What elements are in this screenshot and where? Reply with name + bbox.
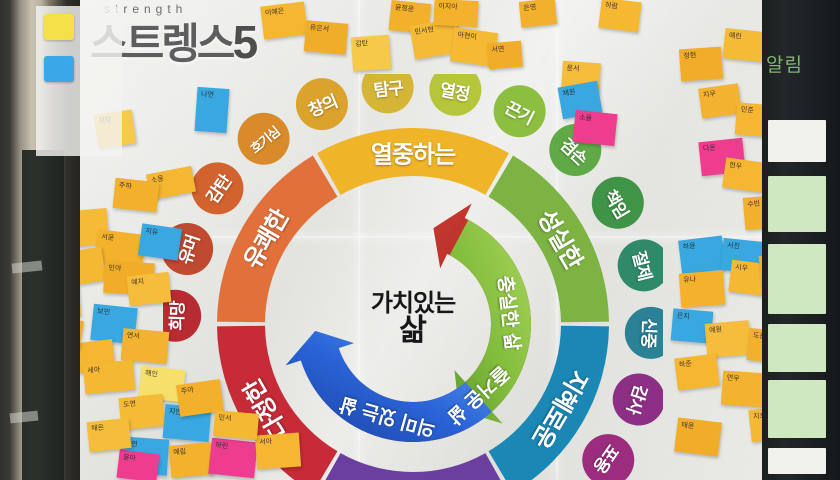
board-notice (768, 448, 826, 474)
sticky-note: 서아 (254, 432, 302, 470)
door-glass-dark (22, 150, 64, 480)
ring-segment-성실한 (488, 155, 609, 323)
sticky-note: 유나 (678, 270, 726, 308)
info-sticker-icon (44, 56, 74, 82)
sticky-note-text: 예림 (173, 448, 187, 457)
sticky-note: 연우 (720, 370, 768, 408)
sticky-note: 예림 (168, 442, 214, 478)
sticky-note: 예지 (126, 271, 172, 307)
board-notice (768, 120, 826, 162)
sticky-note: 하린 (208, 437, 258, 479)
bubble-감사 (612, 373, 665, 426)
sticky-note-text: 연서 (126, 332, 140, 341)
ring-segment-유쾌한 (217, 155, 338, 323)
sticky-note-text: 연우 (726, 374, 740, 383)
bubble-끈기 (493, 85, 546, 138)
board-notice (768, 244, 826, 314)
sticky-note: 민서 (212, 410, 260, 440)
sticky-note-text: 예원 (708, 326, 723, 335)
center-line-1: 가치있는 (370, 290, 456, 317)
sticky-note-text: 하람 (604, 2, 619, 11)
sticky-note-text: 서연 (491, 46, 505, 55)
green-arrow (449, 219, 531, 424)
wheel-svg (149, 61, 677, 480)
bubble-열정 (429, 63, 482, 116)
ring-segment-열중하는 (317, 128, 509, 195)
sticky-note: 서연 (486, 40, 524, 70)
sticky-note: 하준 (674, 353, 720, 391)
poster-subtitle: strength (104, 2, 188, 16)
board-title: 알림 (766, 55, 803, 76)
sticky-note: 윤아 (116, 449, 160, 480)
ring-segment-지혜로운 (488, 325, 609, 480)
sticky-note-text: 서아 (259, 438, 273, 447)
bubble-탐구 (361, 61, 414, 114)
sticky-note: 현우 (722, 157, 766, 193)
sticky-note-text: 정현 (683, 52, 697, 61)
sticky-note: 채은 (86, 417, 132, 453)
sticky-note-text: 은지 (676, 312, 690, 321)
bulletin-board: 알림 (762, 0, 840, 480)
bubble-절제 (617, 239, 670, 292)
ring-label-열중하는: 열중하는 (370, 141, 456, 169)
blue-arrow (285, 330, 492, 442)
sticky-note: 은영 (518, 0, 558, 28)
bubble-책임 (591, 176, 644, 229)
center-line-2: 삶 (399, 314, 427, 348)
sticky-note: 나연 (194, 86, 230, 134)
sticky-note: 하람 (598, 0, 642, 33)
strength-wheel: 유쾌한열중하는성실한지혜로운열기는다정한 희망유머감탄호기심창의탐구열정끈기겸손… (149, 61, 677, 480)
sticky-note: 이예은 (260, 1, 308, 40)
sticky-note-text: 유은서 (309, 24, 330, 34)
sticky-note-text: 감탄 (355, 40, 369, 49)
sticky-note: 이지아 (433, 0, 479, 28)
bubble-호기심 (237, 112, 290, 165)
sticky-note: 소율 (572, 109, 618, 147)
board-notice (768, 176, 826, 232)
sticky-note-text: 윤서 (566, 64, 580, 73)
sticky-note: 예린 (722, 27, 766, 63)
sticky-note: 주하 (112, 177, 160, 213)
sticky-note: 감탄 (350, 34, 392, 72)
sticky-note: 정현 (678, 46, 724, 82)
sticky-note: 지유 (137, 223, 183, 261)
sticky-note-text: 유나 (683, 276, 697, 285)
sticky-note: 세아 (82, 359, 136, 395)
bubble-감탄 (191, 162, 244, 215)
sticky-note: 예원 (704, 320, 752, 358)
ring-segment-다정한 (217, 325, 338, 480)
bubble-포용 (582, 434, 635, 480)
sticky-note-text: 이지아 (438, 3, 458, 12)
sticky-note-text: 나연 (200, 91, 215, 100)
sticky-note-text: 은영 (523, 4, 537, 13)
sticky-note: 태윤 (674, 417, 722, 457)
sticky-note: 지우 (698, 83, 742, 119)
sticky-note: 연서 (120, 328, 170, 364)
sticky-note: 하윤 (678, 235, 726, 275)
center-caption: 가치있는 삶 (323, 290, 503, 348)
left-info-panel (36, 6, 122, 156)
board-notice (768, 324, 826, 372)
board-notice (768, 380, 826, 438)
ring-segment-열기는 (325, 453, 501, 480)
lab-sticker-icon (44, 14, 74, 40)
sticky-note-text: 민서 (218, 414, 232, 423)
sticky-note: 유은서 (303, 20, 349, 55)
bubble-창의 (295, 78, 348, 131)
